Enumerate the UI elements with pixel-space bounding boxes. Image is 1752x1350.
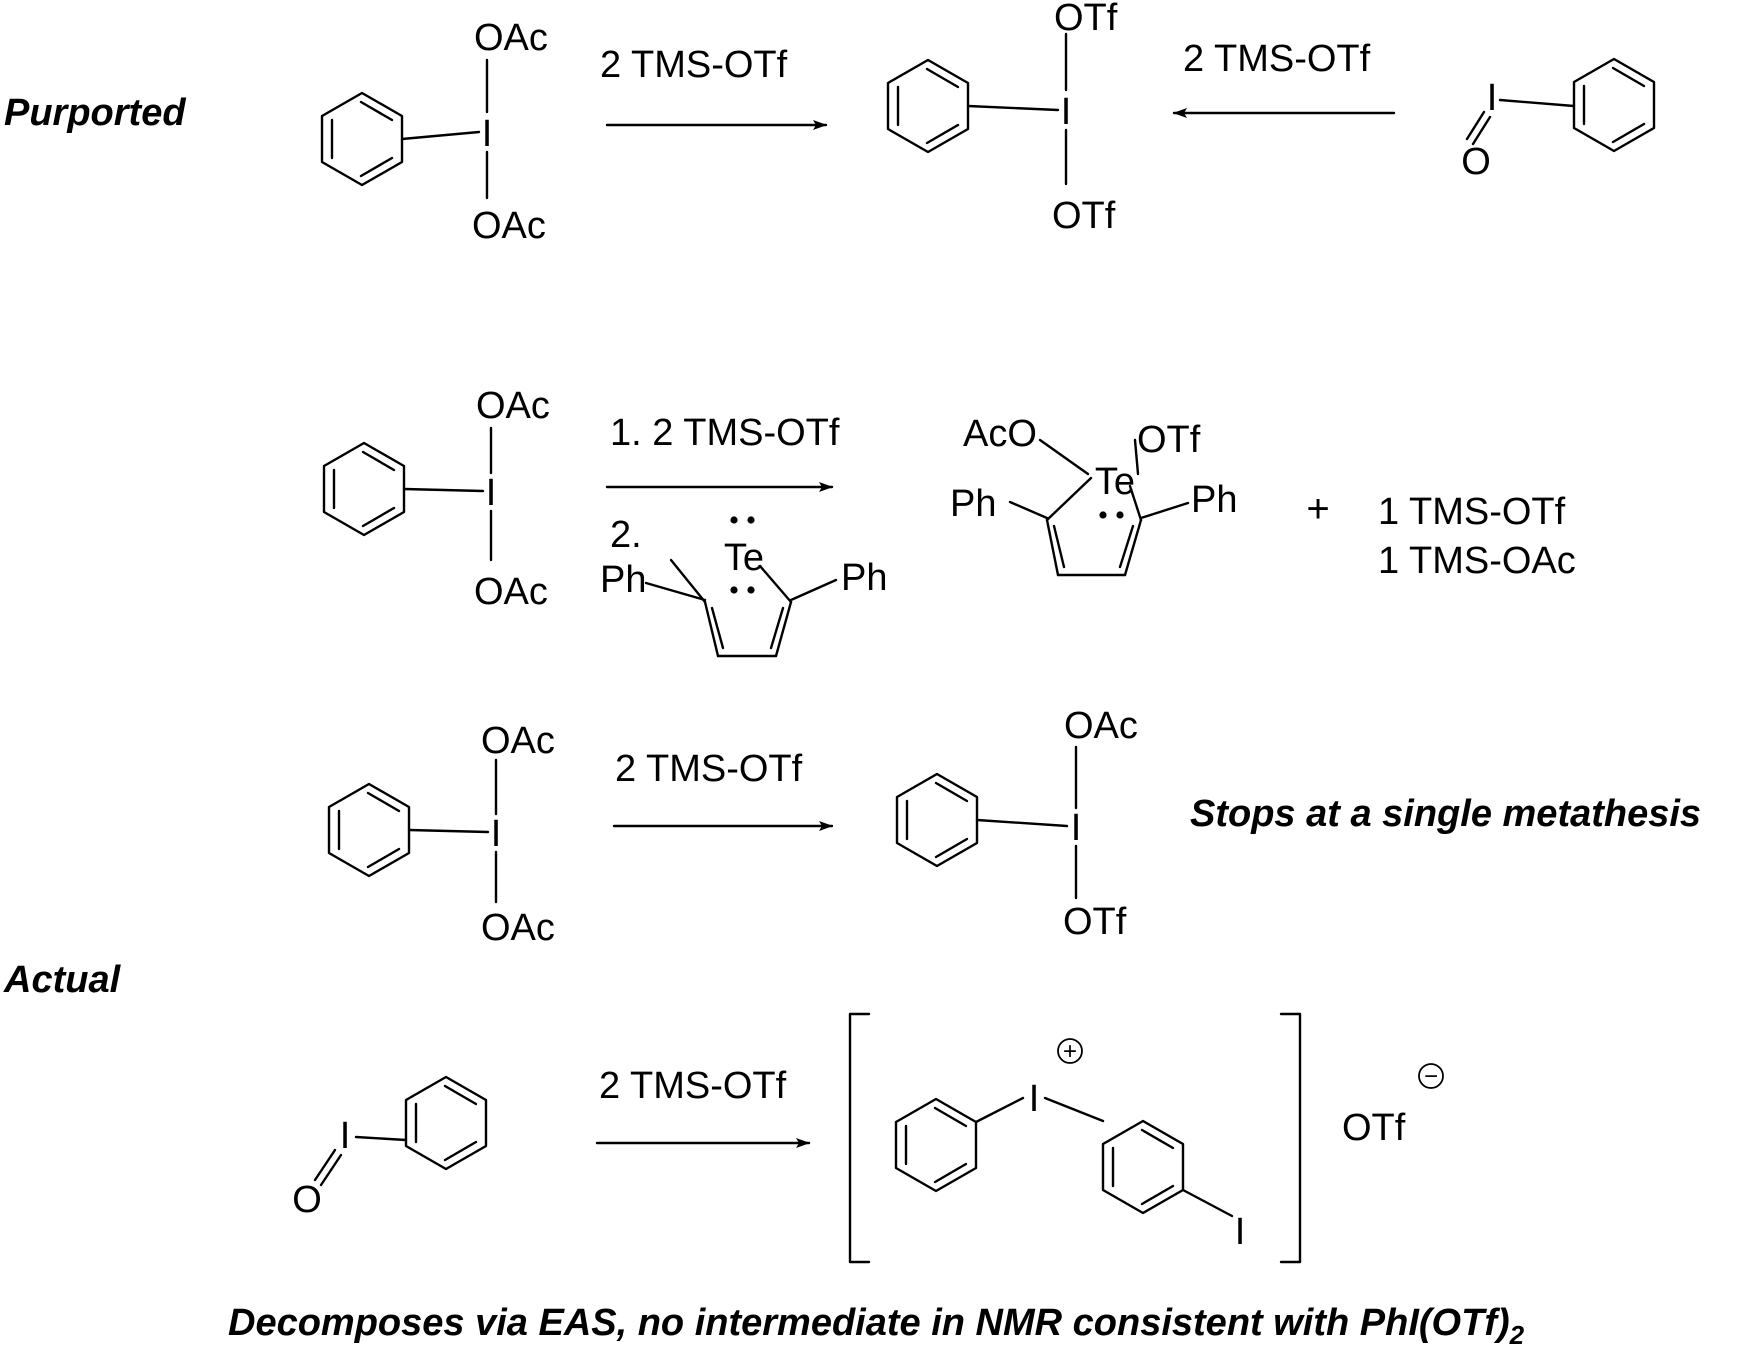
lone-pair-dot <box>730 586 738 594</box>
tellurium-label: Te <box>1095 461 1135 503</box>
note-single-metathesis: Stops at a single metathesis <box>1190 793 1701 835</box>
iodonium-salt: I + I <box>848 1012 1302 1264</box>
iodine-label: I <box>1029 1078 1040 1120</box>
oxygen-label: O <box>292 1179 322 1221</box>
lone-pair-dot <box>1116 511 1124 519</box>
phi-oac2-row2: I OAc OAc <box>322 385 550 613</box>
negative-charge-icon <box>1418 1063 1444 1089</box>
positive-charge-sign: + <box>1063 1038 1077 1065</box>
iodine-label: I <box>486 472 497 514</box>
negative-charge-sign: − <box>1424 1063 1438 1090</box>
oac-label: OAc <box>481 720 555 762</box>
oac-label: OAc <box>1064 705 1138 747</box>
phi-oac2-row1: I OAc OAc <box>320 17 548 247</box>
phi-oac-otf: I OAc OTf <box>895 705 1138 943</box>
lone-pair-dot <box>747 586 755 594</box>
note-decomposes-text: Decomposes via EAS, no intermediate in N… <box>228 1302 1510 1344</box>
iodosylbenzene: I O <box>292 1075 488 1221</box>
tellurium-label: Te <box>724 537 764 579</box>
diphenyltellurophene: Te Ph Ph <box>600 516 887 658</box>
oac-label: OAc <box>476 385 550 427</box>
triflate-counterion: OTf <box>1342 1107 1406 1149</box>
iodosylbenzene: I O <box>1461 57 1656 183</box>
iodine-label: I <box>491 813 502 855</box>
otf-label: OTf <box>1137 419 1201 461</box>
otf-label: OTf <box>1054 0 1118 39</box>
phenyl-label: Ph <box>600 559 646 601</box>
positive-charge-icon <box>1057 1038 1083 1064</box>
phenyl-label: Ph <box>950 483 996 525</box>
aco-label: AcO <box>963 413 1037 455</box>
reagent-label: 2 TMS-OTf <box>600 44 788 86</box>
iodine-label: I <box>340 1115 351 1157</box>
label-actual: Actual <box>3 959 122 1001</box>
iodine-label: I <box>1071 807 1082 849</box>
label-purported: Purported <box>4 92 186 134</box>
oac-label: OAc <box>481 907 555 949</box>
left-bracket <box>848 1012 871 1264</box>
reagent-step1: 1. 2 TMS-OTf <box>610 412 840 454</box>
reagent-label: 2 TMS-OTf <box>1183 38 1371 80</box>
note-decomposes-subscript: 2 <box>1509 1320 1525 1350</box>
reagent-label: 2 TMS-OTf <box>615 748 803 790</box>
lone-pair-dot <box>747 516 755 524</box>
oac-label: OAc <box>474 17 548 59</box>
lone-pair-dot <box>730 516 738 524</box>
right-bracket <box>1279 1012 1302 1264</box>
reagent-step2: 2. <box>610 514 642 556</box>
oac-label: OAc <box>474 571 548 613</box>
iodine-label: I <box>1061 91 1072 133</box>
phi-otf2: I OTf OTf <box>886 0 1118 237</box>
lone-pair-dot <box>1099 511 1107 519</box>
oxygen-label: O <box>1461 141 1491 183</box>
note-decomposes: Decomposes via EAS, no intermediate in N… <box>228 1302 1525 1350</box>
phi-oac2-row3: I OAc OAc <box>327 720 555 949</box>
iodine-label: I <box>482 113 493 155</box>
iodine-label: I <box>1235 1211 1246 1253</box>
iodine-label: I <box>1487 77 1498 119</box>
phenyl-label: Ph <box>1191 479 1237 521</box>
phenyl-label: Ph <box>841 557 887 599</box>
byproduct-tms-otf: 1 TMS-OTf <box>1378 491 1566 533</box>
otf-label: OTf <box>1063 901 1127 943</box>
te-oac-otf-product: AcO OTf Te Ph Ph <box>950 413 1237 577</box>
plus-sign: + <box>1306 487 1329 531</box>
oac-label: OAc <box>472 205 546 247</box>
otf-label: OTf <box>1052 195 1116 237</box>
reagent-label: 2 TMS-OTf <box>599 1065 787 1107</box>
byproduct-tms-oac: 1 TMS-OAc <box>1378 540 1576 582</box>
